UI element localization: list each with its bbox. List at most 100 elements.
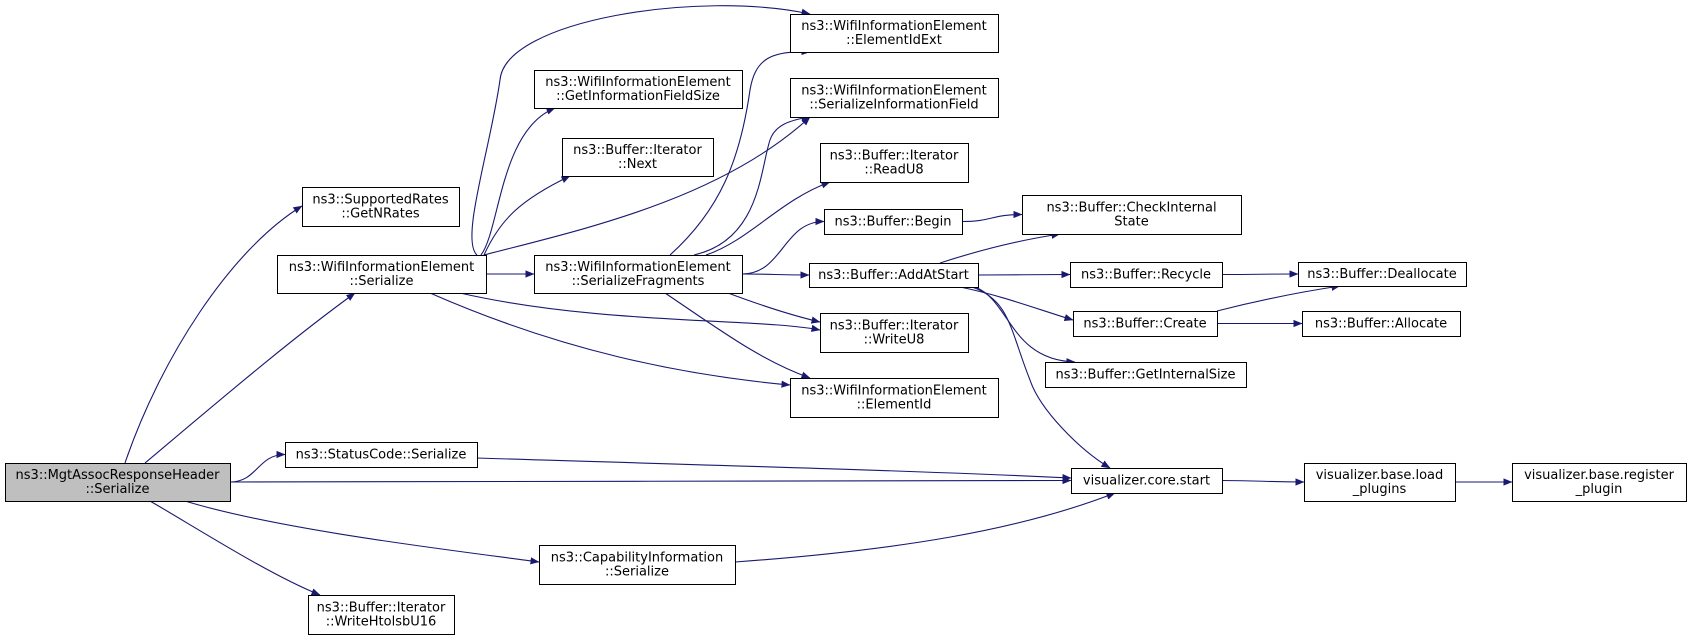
node-label: ::ElementId — [857, 398, 932, 413]
edge-root-to-it_writehtolsbu16 — [149, 500, 321, 596]
node-label: ns3::Buffer::Allocate — [1315, 317, 1447, 332]
node-vis_core_start[interactable]: visualizer.core.start — [1071, 468, 1223, 494]
node-box — [1070, 262, 1223, 288]
node-label: ns3::WifiInformationElement — [289, 260, 475, 275]
node-wie_getinfofieldsize[interactable]: ns3::WifiInformationElement::GetInformat… — [534, 70, 743, 109]
node-buf_getinternalsize[interactable]: ns3::Buffer::GetInternalSize — [1045, 362, 1247, 388]
node-it_writehtolsbu16[interactable]: ns3::Buffer::Iterator::WriteHtolsbU16 — [308, 595, 455, 635]
node-label: ::GetInformationFieldSize — [556, 89, 720, 104]
node-label: ns3::Buffer::Iterator — [573, 143, 702, 158]
node-sr_getnrates[interactable]: ns3::SupportedRates::GetNRates — [302, 187, 460, 227]
node-label: State — [1114, 215, 1148, 230]
edge-buf_create-to-buf_deallocate — [1216, 283, 1341, 312]
node-label: ns3::Buffer::Iterator — [830, 149, 959, 164]
edge-buf_recycle-to-buf_deallocate — [1221, 270, 1299, 278]
node-box — [277, 255, 487, 294]
edge-buf_addatstart-to-buf_create — [959, 286, 1074, 321]
node-box — [1304, 463, 1456, 502]
edge-wie_serializefragments-to-wie_elementid — [664, 292, 811, 379]
node-wie_elementid[interactable]: ns3::WifiInformationElement::ElementId — [790, 378, 999, 418]
edge-wie_serializefragments-to-buf_addatstart — [741, 271, 810, 279]
node-label: ns3::StatusCode::Serialize — [296, 448, 467, 463]
node-box — [790, 14, 999, 53]
node-it_writeu8[interactable]: ns3::Buffer::Iterator::WriteU8 — [820, 313, 969, 353]
node-label: ::Serialize — [86, 482, 150, 497]
node-box — [308, 595, 455, 635]
edge-wie_serialize-to-wie_elementidext — [471, 5, 811, 256]
node-label: ns3::MgtAssocResponseHeader — [16, 468, 221, 483]
edge-root-to-wie_serialize — [144, 292, 356, 464]
edge-capinfo_serialize-to-vis_core_start — [734, 492, 1116, 563]
node-label: ns3::Buffer::GetInternalSize — [1056, 368, 1236, 383]
node-label: ns3::Buffer::Iterator — [317, 601, 446, 616]
nodes-layer: ns3::MgtAssocResponseHeader::Serializens… — [5, 14, 1687, 635]
node-buf_recycle[interactable]: ns3::Buffer::Recycle — [1070, 262, 1223, 288]
node-capinfo_serialize[interactable]: ns3::CapabilityInformation::Serialize — [539, 545, 736, 585]
edge-wie_serialize-to-wie_getinfofieldsize — [480, 107, 556, 256]
edge-wie_serialize-to-it_next — [483, 175, 571, 256]
node-box — [539, 545, 736, 585]
node-label: ns3::CapabilityInformation — [551, 551, 723, 566]
node-box — [562, 138, 714, 177]
edge-buf_addatstart-to-buf_getinternalsize — [974, 286, 1076, 366]
edge-wie_serialize-to-wie_serializeinfofield — [483, 116, 811, 256]
node-vis_base_registerplugin[interactable]: visualizer.base.register_plugin — [1512, 463, 1687, 502]
node-box — [1298, 262, 1467, 287]
node-buf_allocate[interactable]: ns3::Buffer::Allocate — [1302, 311, 1461, 337]
node-box — [1302, 311, 1461, 337]
node-label: ::Next — [618, 157, 657, 172]
node-label: visualizer.core.start — [1083, 474, 1210, 489]
node-label: ns3::Buffer::Iterator — [830, 319, 959, 334]
node-label: ::WriteU8 — [864, 333, 925, 348]
node-vis_base_loadplugins[interactable]: visualizer.base.load_plugins — [1304, 463, 1456, 502]
node-wie_serializeinfofield[interactable]: ns3::WifiInformationElement::SerializeIn… — [790, 78, 999, 118]
edge-wie_serializefragments-to-it_writeu8 — [727, 292, 821, 324]
node-label: ns3::WifiInformationElement — [545, 75, 731, 90]
edge-root-to-capinfo_serialize — [184, 500, 540, 565]
node-box — [1022, 195, 1242, 235]
node-root[interactable]: ns3::MgtAssocResponseHeader::Serialize — [5, 463, 231, 502]
node-label: ns3::WifiInformationElement — [801, 384, 987, 399]
node-buf_create[interactable]: ns3::Buffer::Create — [1073, 311, 1218, 337]
node-label: ns3::Buffer::AddAtStart — [818, 268, 969, 283]
node-wie_serializefragments[interactable]: ns3::WifiInformationElement::SerializeFr… — [534, 255, 743, 294]
node-it_readu8[interactable]: ns3::Buffer::Iterator::ReadU8 — [820, 143, 969, 183]
edge-wie_serializefragments-to-buf_begin — [741, 217, 825, 275]
node-box — [824, 209, 963, 235]
node-box — [820, 143, 969, 183]
node-label: ns3::Buffer::Deallocate — [1307, 267, 1456, 282]
node-label: ::GetNRates — [341, 207, 419, 222]
node-box — [285, 442, 478, 468]
node-buf_begin[interactable]: ns3::Buffer::Begin — [824, 209, 963, 235]
node-label: ns3::WifiInformationElement — [801, 84, 987, 99]
node-label: ::Serialize — [605, 565, 669, 580]
node-label: ns3::Buffer::Create — [1083, 317, 1206, 332]
edge-root-to-vis_core_start — [229, 476, 1072, 485]
edge-wie_serializefragments-to-it_readu8 — [705, 181, 831, 256]
edge-buf_begin-to-buf_checkinternalstate — [961, 210, 1023, 223]
node-label: ns3::Buffer::Recycle — [1081, 268, 1211, 283]
node-wie_serialize[interactable]: ns3::WifiInformationElement::Serialize — [277, 255, 487, 294]
node-box — [534, 70, 743, 109]
node-buf_addatstart[interactable]: ns3::Buffer::AddAtStart — [809, 263, 979, 288]
node-label: _plugins — [1352, 482, 1407, 497]
node-it_next[interactable]: ns3::Buffer::Iterator::Next — [562, 138, 714, 177]
edge-wie_serializefragments-to-wie_serializeinfofield — [693, 114, 811, 256]
node-label: ::WriteHtolsbU16 — [326, 615, 437, 630]
node-label: ::SerializeFragments — [572, 274, 705, 289]
node-box — [1045, 362, 1247, 388]
node-box — [809, 263, 979, 288]
node-label: ns3::WifiInformationElement — [801, 19, 987, 34]
node-box — [1071, 468, 1223, 494]
node-label: visualizer.base.load — [1316, 468, 1444, 483]
node-label: ::ElementIdExt — [846, 33, 942, 48]
node-label: ns3::SupportedRates — [312, 193, 448, 208]
node-wie_elementidext[interactable]: ns3::WifiInformationElement::ElementIdEx… — [790, 14, 999, 53]
edge-buf_addatstart-to-buf_checkinternalstate — [939, 231, 1061, 264]
node-label: ::ReadU8 — [864, 163, 923, 178]
node-buf_deallocate[interactable]: ns3::Buffer::Deallocate — [1298, 262, 1467, 287]
node-box — [1073, 311, 1218, 337]
node-statuscode_serialize[interactable]: ns3::StatusCode::Serialize — [285, 442, 478, 468]
